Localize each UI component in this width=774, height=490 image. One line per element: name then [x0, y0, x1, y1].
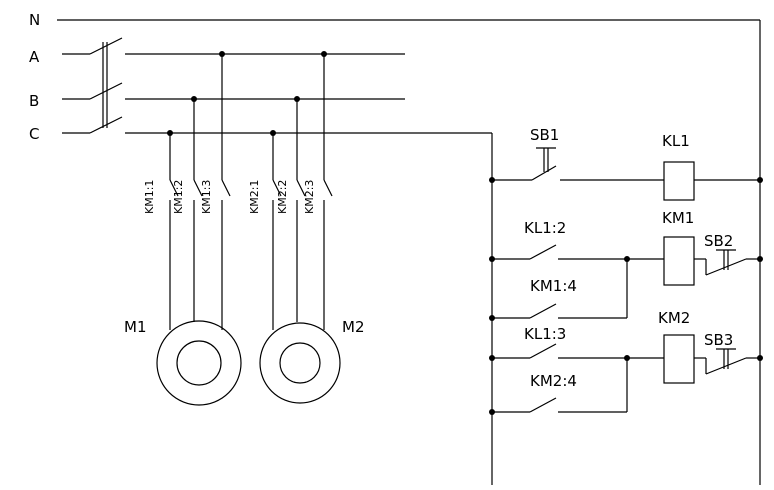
motor-m1	[156, 320, 242, 406]
km2-coil	[663, 334, 695, 384]
control-row-1	[492, 147, 760, 201]
contact-label-km1-2: KM1:2	[172, 180, 185, 214]
contact-label-km2-2: KM2:2	[276, 180, 289, 214]
junction-dot	[489, 409, 495, 415]
contact-label-km2-1: KM2:1	[248, 180, 261, 214]
label-km1-coil: KM1	[662, 209, 694, 227]
control-row-2	[492, 236, 760, 319]
junction-dot	[489, 315, 495, 321]
km1-coil	[663, 236, 695, 286]
motor-label-m1: M1	[124, 318, 147, 336]
contact-label-km1-1: KM1:1	[143, 180, 156, 214]
junction-dot	[757, 256, 763, 262]
junction-dot	[489, 256, 495, 262]
junction-dot	[757, 355, 763, 361]
line-label-b: B	[29, 92, 39, 110]
contact-label-km2-3: KM2:3	[303, 180, 316, 214]
phase-c-bus	[125, 132, 493, 485]
motor-label-m2: M2	[342, 318, 365, 336]
motor-m2	[259, 322, 341, 404]
label-kl1-2: KL1:2	[524, 219, 566, 237]
main-switch	[62, 37, 123, 134]
kl1-coil	[663, 161, 695, 201]
label-sb3: SB3	[704, 331, 733, 349]
label-km2-4: KM2:4	[530, 372, 577, 390]
km1-power-contacts	[169, 54, 231, 330]
junction-dot	[489, 177, 495, 183]
contact-label-km1-3: KM1:3	[200, 180, 213, 214]
junction-dot	[624, 256, 630, 262]
line-label-n: N	[29, 11, 40, 29]
control-row-3	[492, 334, 760, 413]
label-km1-4: KM1:4	[530, 277, 577, 295]
label-kl1: KL1	[662, 132, 690, 150]
neutral-line	[57, 19, 761, 485]
junction-dot	[489, 355, 495, 361]
label-kl1-3: KL1:3	[524, 325, 566, 343]
km2-power-contacts	[272, 54, 333, 330]
junction-dot	[757, 177, 763, 183]
line-label-c: C	[29, 125, 39, 143]
label-sb1: SB1	[530, 126, 559, 144]
line-label-a: A	[29, 48, 40, 66]
label-km2-coil: KM2	[658, 309, 690, 327]
label-sb2: SB2	[704, 232, 733, 250]
junction-dot	[624, 355, 630, 361]
